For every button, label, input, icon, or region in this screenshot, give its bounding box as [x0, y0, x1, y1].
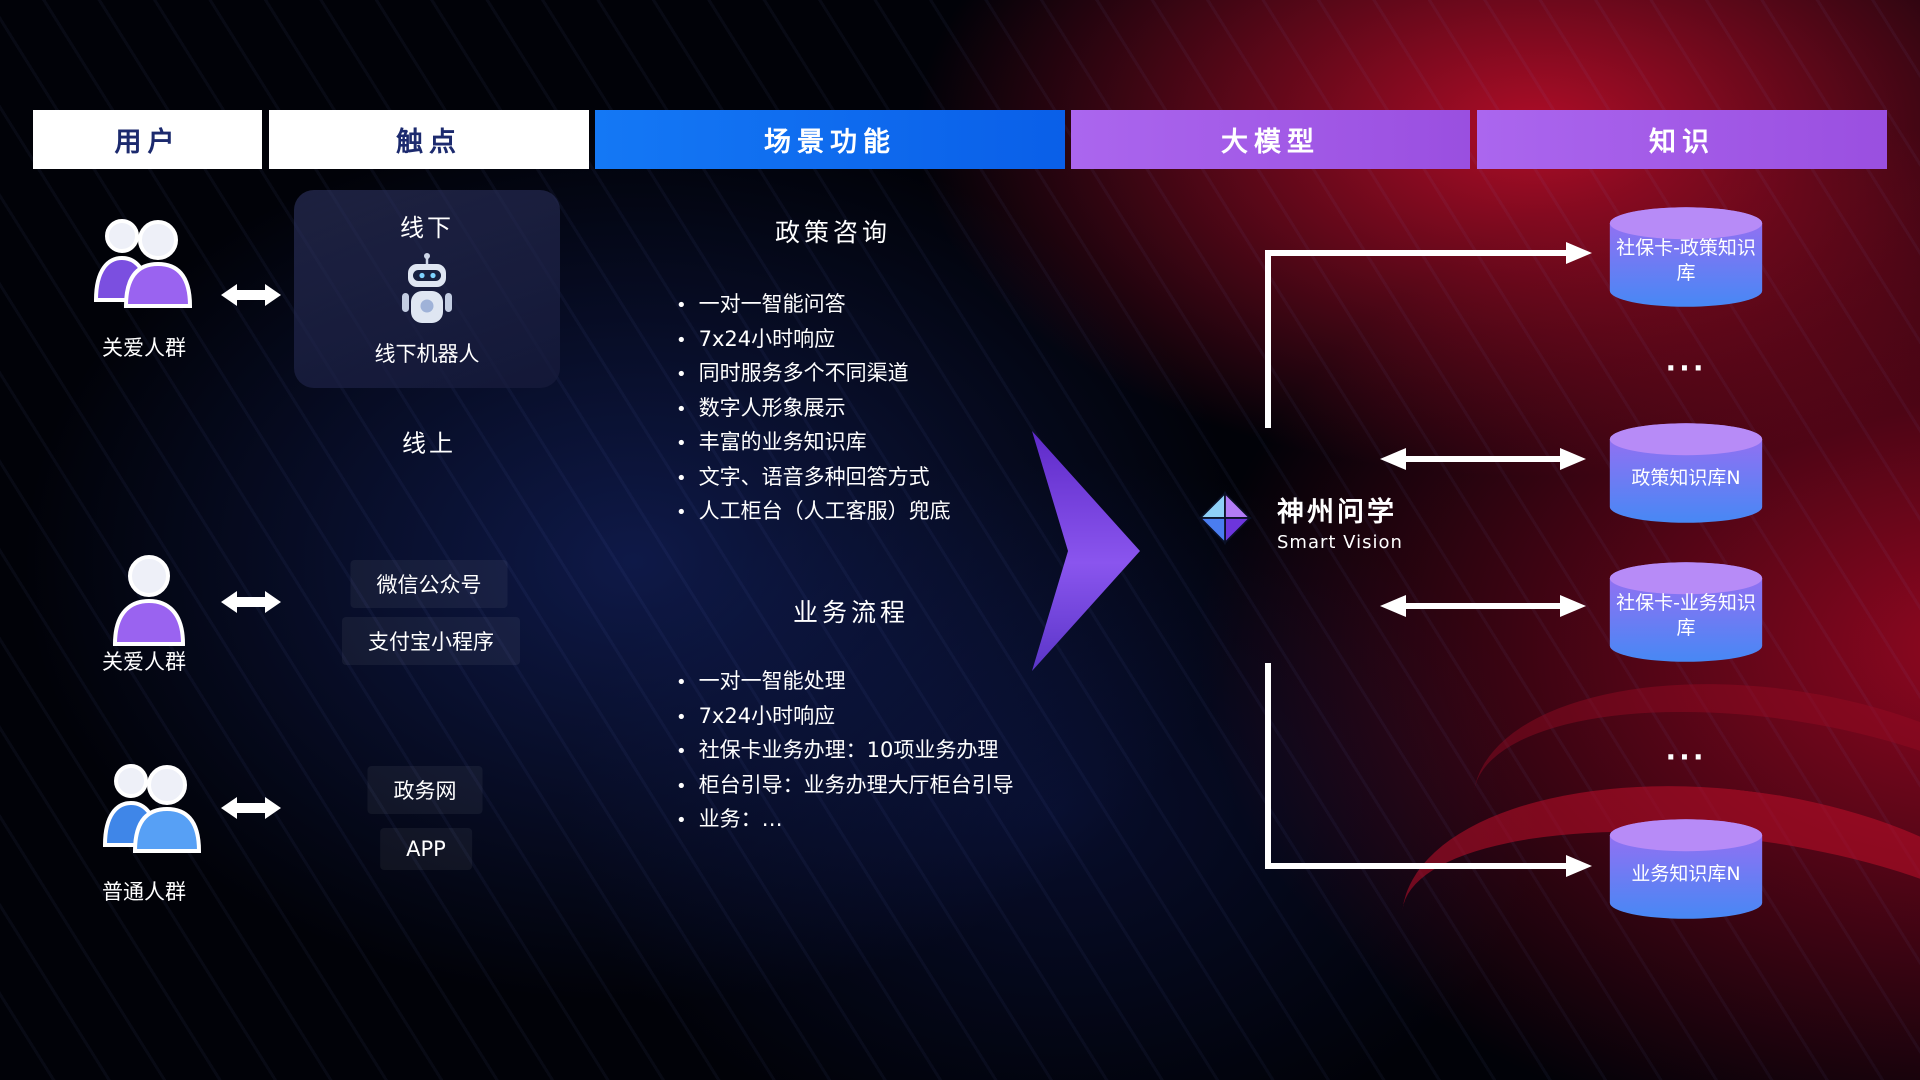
db-label: 政策知识库N	[1631, 467, 1741, 489]
business-bullet: 一对一智能处理	[676, 665, 1014, 700]
knowledge-ellipsis-bottom: ...	[1665, 733, 1707, 767]
double-arrow-icon	[221, 797, 281, 819]
offline-touchpoint-card: 线下 线下机器人	[294, 190, 560, 388]
header-model: 大模型	[1071, 110, 1470, 169]
care-group-icon	[93, 219, 193, 308]
double-arrow-icon	[221, 284, 281, 306]
header-touchpoint-label: 触点	[396, 127, 462, 158]
policy-bullet: 同时服务多个不同渠道	[676, 357, 951, 392]
db-policy-n: 政策知识库N	[1600, 422, 1772, 540]
database-icon	[1609, 562, 1763, 662]
policy-bullet-list: 一对一智能问答 7x24小时响应 同时服务多个不同渠道 数字人形象展示 丰富的业…	[676, 288, 951, 530]
care-group-1-label: 关爱人群	[102, 336, 186, 360]
header-user-label: 用户	[114, 127, 181, 158]
header-touchpoint: 触点	[269, 110, 589, 169]
policy-bullet: 丰富的业务知识库	[676, 426, 951, 461]
robot-icon	[402, 252, 452, 323]
database-icon	[1609, 819, 1763, 919]
care-group-2-label: 关爱人群	[102, 650, 186, 674]
policy-bullet: 一对一智能问答	[676, 288, 951, 323]
channel-gov-web: 政务网	[367, 766, 483, 814]
flow-arrow-icon	[1032, 431, 1140, 671]
channel-wechat: 微信公众号	[350, 560, 508, 608]
header-knowledge: 知识	[1477, 110, 1887, 169]
db-label: 社保卡-政策知识库	[1616, 237, 1756, 284]
business-bullet: 业务：…	[676, 803, 1014, 838]
general-group-icon	[102, 764, 202, 853]
channel-app: APP	[380, 828, 472, 870]
policy-bullet: 文字、语音多种回答方式	[676, 461, 951, 496]
channel-alipay: 支付宝小程序	[342, 617, 520, 665]
model-subtitle: Smart Vision	[1277, 532, 1403, 553]
knowledge-ellipsis-top: ...	[1665, 344, 1707, 378]
policy-bullet: 7x24小时响应	[676, 323, 951, 358]
db-label: 业务知识库N	[1631, 863, 1741, 885]
business-section-title: 业务流程	[792, 598, 910, 627]
online-title: 线上	[402, 429, 456, 458]
business-bullet: 7x24小时响应	[676, 700, 1014, 735]
header-scenario: 场景功能	[595, 110, 1065, 169]
db-policy-card: 社保卡-政策知识库	[1600, 206, 1772, 324]
database-icon	[1609, 207, 1763, 307]
policy-section-title: 政策咨询	[774, 218, 892, 247]
double-arrow-icon	[221, 591, 281, 613]
model-name: 神州问学	[1277, 497, 1397, 528]
db-business-card: 社保卡-业务知识库	[1600, 561, 1772, 679]
db-label: 社保卡-业务知识库	[1616, 592, 1756, 639]
policy-bullet: 人工柜台（人工客服）兜底	[676, 495, 951, 530]
smart-vision-logo-text: 神州问学 Smart Vision	[1277, 490, 1403, 553]
header-model-label: 大模型	[1221, 127, 1320, 158]
smart-vision-logo-icon	[1198, 491, 1252, 545]
business-bullet: 柜台引导：业务办理大厅柜台引导	[676, 769, 1014, 804]
header-scenario-label: 场景功能	[764, 127, 896, 158]
general-group-label: 普通人群	[102, 880, 186, 904]
offline-title: 线下	[400, 214, 454, 242]
db-business-n: 业务知识库N	[1600, 818, 1772, 936]
database-icon	[1609, 423, 1763, 523]
header-user: 用户	[33, 110, 262, 169]
header-knowledge-label: 知识	[1649, 127, 1715, 158]
care-person-icon	[112, 555, 186, 646]
offline-robot-label: 线下机器人	[374, 342, 480, 366]
policy-bullet: 数字人形象展示	[676, 392, 951, 427]
business-bullet: 社保卡业务办理：10项业务办理	[676, 734, 1014, 769]
business-bullet-list: 一对一智能处理 7x24小时响应 社保卡业务办理：10项业务办理 柜台引导：业务…	[676, 665, 1014, 838]
